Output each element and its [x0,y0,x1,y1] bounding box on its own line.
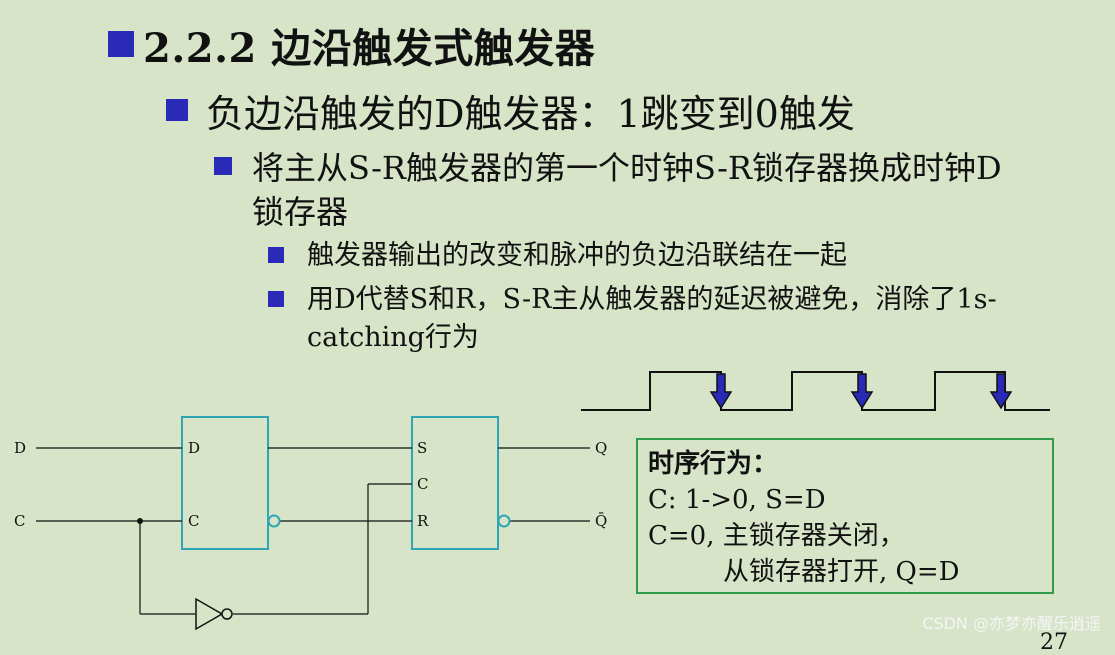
bullet-level3-2 [268,291,284,307]
falling-edge-arrow [850,373,874,410]
latch1-d-label: D [188,439,200,457]
title-bullet [108,31,134,57]
d-latch-box [181,416,269,550]
wires [36,447,590,615]
clock-waveform [581,371,1050,411]
falling-edge-arrow [709,373,733,410]
timing-line-1: C: 1->0, S=D [648,485,826,515]
latch1-output-bubble [267,514,281,528]
latch2-s-label: S [417,439,427,457]
clock-signal-line [581,371,1050,411]
bullet-level1 [166,99,188,121]
timing-heading: 时序行为： [648,449,779,479]
bullet-level3-1 [268,247,284,263]
output-qbar-label: Q̄ [595,512,607,530]
sr-latch-box [411,416,499,550]
timing-behavior-box: 时序行为： C: 1->0, S=D C=0, 主锁存器关闭， 从锁存器打开, … [636,438,1054,594]
page-number: 27 [1040,630,1068,655]
falling-edge-arrow [989,373,1013,410]
bullet-level2 [214,157,232,175]
inverter-gate [195,597,233,631]
latch2-r-label: R [417,512,429,530]
junction-dot [137,518,143,524]
sub-bullet-1: 触发器输出的改变和脉冲的负边沿联结在一起 [307,240,847,271]
timing-line-3: 从锁存器打开, Q=D [723,557,960,587]
slide-title: 2.2.2 边沿触发式触发器 [143,25,596,72]
latch2-c-label: C [417,475,428,493]
bullet2-text: 将主从S-R触发器的第一个时钟S-R锁存器换成时钟D锁存器 [252,149,1002,231]
circuit-diagram: D C D C S C R Q Q̄ [14,416,607,631]
output-q-label: Q [595,439,607,457]
latch1-c-label: C [188,512,199,530]
timing-line-2: C=0, 主锁存器关闭， [648,521,905,551]
input-d-label: D [14,439,26,457]
latch2-output-bubble [497,514,511,528]
input-c-label: C [14,512,25,530]
bullet1-text: 负边沿触发的D触发器：1跳变到0触发 [206,92,855,136]
sub-bullet-2: 用D代替S和R，S-R主从触发器的延迟被避免，消除了1s-catching行为 [307,284,997,353]
watermark: CSDN @亦梦亦醒乐逍遥 [922,614,1101,633]
